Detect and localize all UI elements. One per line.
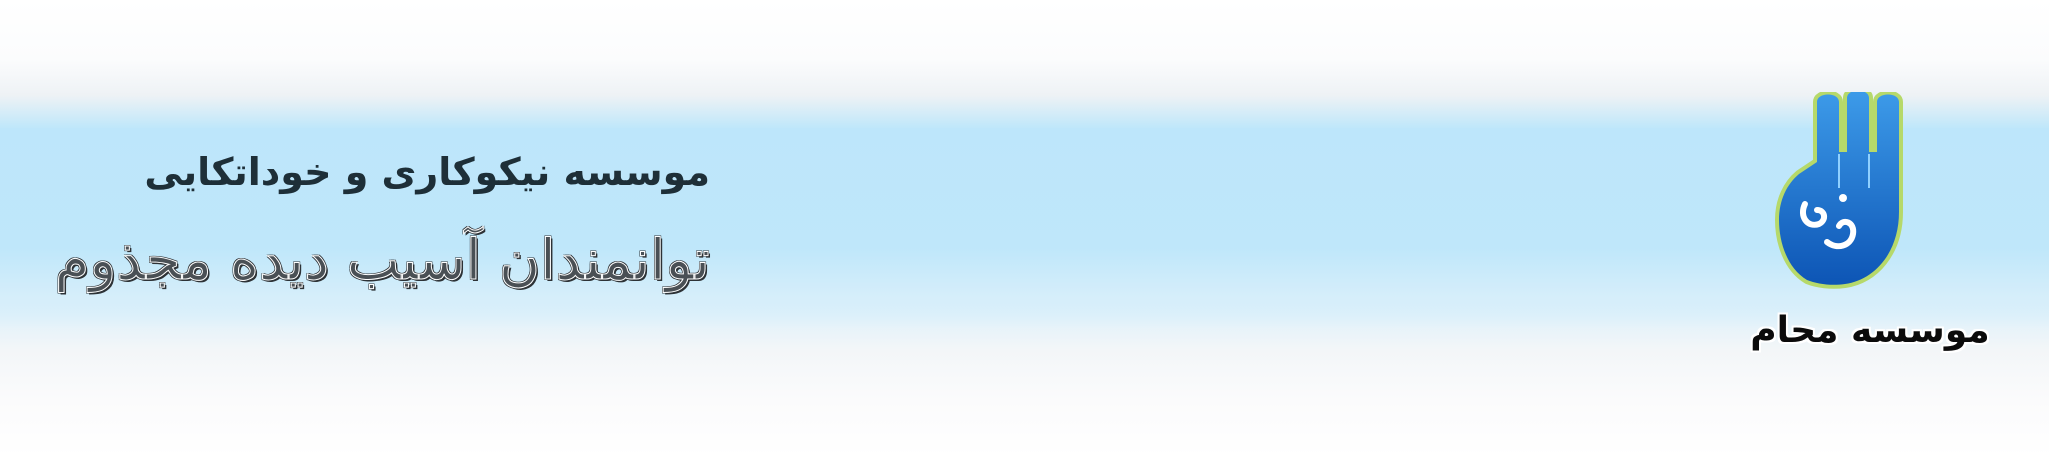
logo-text: موسسه محام xyxy=(1750,310,1990,351)
header-titles: موسسه نیکوکاری و خوداتکایی توانمندان آسی… xyxy=(10,150,710,320)
header-band xyxy=(0,128,2049,328)
raised-hand-logo-icon xyxy=(1775,92,1903,289)
header-title: توانمندان آسیب دیده مجذوم xyxy=(54,228,710,294)
organization-logo[interactable]: موسسه محام xyxy=(1735,92,2005,360)
header-subtitle: موسسه نیکوکاری و خوداتکایی xyxy=(144,150,710,194)
